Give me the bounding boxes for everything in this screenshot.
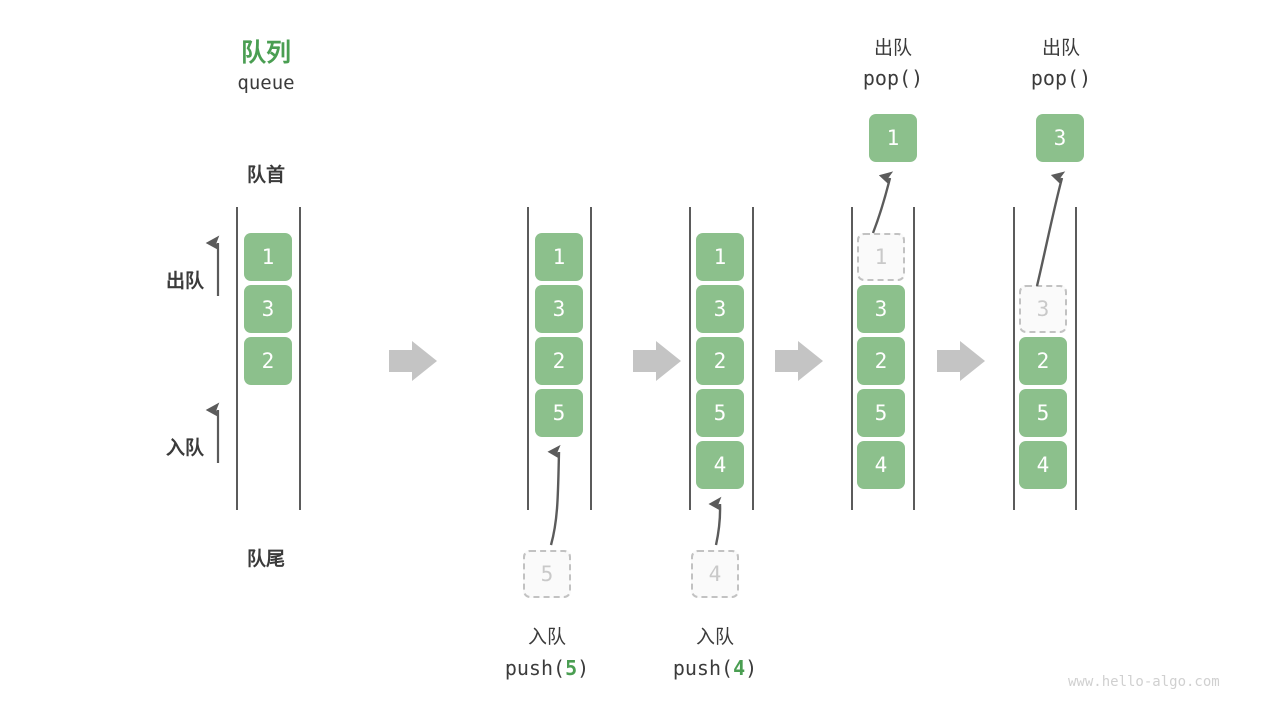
queue-cell: 1 xyxy=(696,233,744,281)
flow-arrow xyxy=(775,341,823,381)
queue-rail-right xyxy=(299,207,301,510)
queue-rail-left xyxy=(689,207,691,510)
op-code-prefix: push( xyxy=(504,656,566,680)
op-code-prefix: pop( xyxy=(1030,66,1080,90)
diagram-title-en: queue xyxy=(237,72,295,94)
flow-arrow xyxy=(633,341,681,381)
queue-cell: 5 xyxy=(857,389,905,437)
queue-cell: 3 xyxy=(857,285,905,333)
queue-rail-right xyxy=(913,207,915,510)
op-code-pop-3: pop() xyxy=(981,66,1141,90)
op-code-pop-1: pop() xyxy=(813,66,973,90)
popped-cell: 3 xyxy=(1036,114,1084,162)
queue-cell: 2 xyxy=(1019,337,1067,385)
op-label-cn-pop-3: 出队 xyxy=(1041,38,1080,59)
flow-arrow xyxy=(389,341,437,381)
op-code-suffix: ) xyxy=(1079,66,1092,90)
queue-cell: 5 xyxy=(696,389,744,437)
op-code-suffix: ) xyxy=(745,656,758,680)
queue-cell: 3 xyxy=(696,285,744,333)
queue-cell-ghost: 1 xyxy=(857,233,905,281)
op-code-arg: 5 xyxy=(565,656,578,680)
queue-cell: 4 xyxy=(857,441,905,489)
op-code-suffix: ) xyxy=(577,656,590,680)
queue-cell: 3 xyxy=(244,285,292,333)
popped-cell: 1 xyxy=(869,114,917,162)
queue-cell: 2 xyxy=(535,337,583,385)
op-label-cn-pop-1: 出队 xyxy=(873,38,912,59)
incoming-ghost-cell: 4 xyxy=(691,550,739,598)
op-code-push-4: push(4) xyxy=(635,656,795,680)
watermark: www.hello-algo.com xyxy=(1068,674,1220,690)
front-label: 队首 xyxy=(246,165,285,186)
queue-rail-left xyxy=(851,207,853,510)
flow-arrow xyxy=(937,341,985,381)
queue-cell: 1 xyxy=(535,233,583,281)
op-label-cn-push-5: 入队 xyxy=(527,627,566,648)
dequeue-direction-label: 出队 xyxy=(165,271,204,292)
queue-rail-right xyxy=(1075,207,1077,510)
pop-motion-arrow xyxy=(1035,178,1062,287)
op-code-prefix: push( xyxy=(672,656,734,680)
queue-rail-left xyxy=(236,207,238,510)
queue-rail-right xyxy=(752,207,754,510)
queue-rail-left xyxy=(1013,207,1015,510)
queue-cell: 3 xyxy=(535,285,583,333)
queue-cell: 2 xyxy=(857,337,905,385)
op-code-suffix: ) xyxy=(911,66,924,90)
push-motion-arrow xyxy=(551,452,559,546)
incoming-ghost-cell: 5 xyxy=(523,550,571,598)
queue-cell-ghost: 3 xyxy=(1019,285,1067,333)
queue-rail-left xyxy=(527,207,529,510)
queue-cell: 5 xyxy=(535,389,583,437)
op-code-push-5: push(5) xyxy=(467,656,627,680)
op-code-arg: 4 xyxy=(733,656,746,680)
queue-rail-right xyxy=(590,207,592,510)
queue-cell: 2 xyxy=(696,337,744,385)
push-motion-arrow xyxy=(716,504,720,546)
queue-cell: 4 xyxy=(696,441,744,489)
enqueue-direction-label: 入队 xyxy=(165,438,204,459)
diagram-title-cn: 队列 xyxy=(240,39,291,67)
rear-label: 队尾 xyxy=(246,549,285,570)
op-label-cn-push-4: 入队 xyxy=(695,627,734,648)
op-code-prefix: pop( xyxy=(862,66,912,90)
queue-cell: 1 xyxy=(244,233,292,281)
queue-cell: 4 xyxy=(1019,441,1067,489)
pop-motion-arrow xyxy=(871,178,890,234)
queue-cell: 2 xyxy=(244,337,292,385)
queue-cell: 5 xyxy=(1019,389,1067,437)
